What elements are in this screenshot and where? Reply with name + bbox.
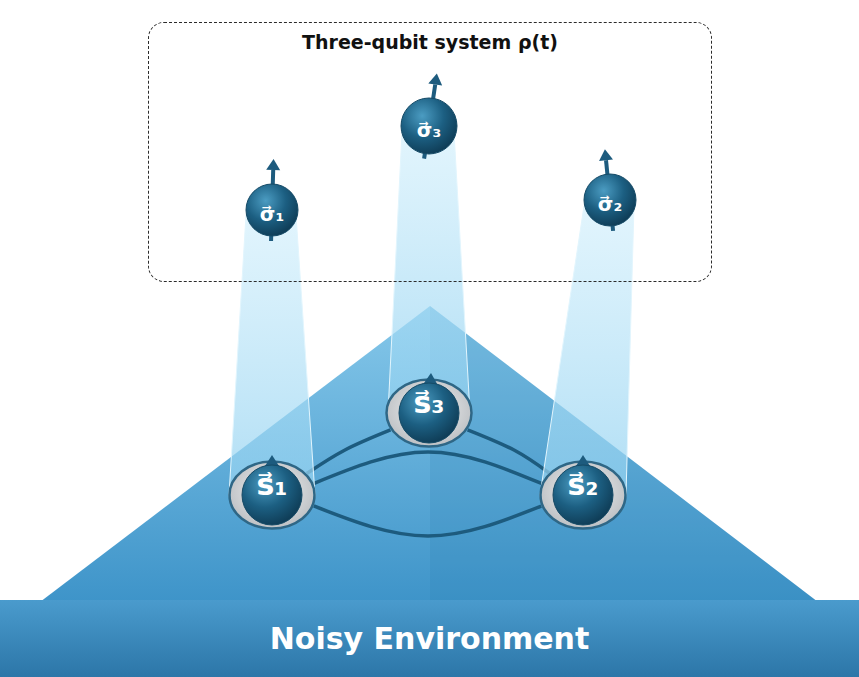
qubit-ball (584, 174, 636, 226)
spin-arrowhead (599, 149, 613, 161)
spin-arrowhead (576, 455, 590, 466)
system-title: Three-qubit system ρ(t) (302, 23, 558, 54)
bath-spin-site: s⃗₃ (385, 378, 473, 448)
bath-spin (553, 465, 613, 525)
system-box: Three-qubit system ρ(t) σ⃗₁ σ⃗₃ σ⃗₂ (148, 22, 712, 282)
bath-spin-site: s⃗₁ (228, 460, 316, 530)
qubit-ball (246, 184, 298, 236)
bath-disk (541, 462, 626, 529)
spin-arrowhead (428, 74, 442, 86)
spin-label: s⃗₁ (257, 467, 288, 523)
coupling-line (468, 430, 549, 473)
coupling-line (307, 430, 391, 474)
spin-label: σ⃗₃ (417, 111, 441, 142)
environment-platform: Noisy Environment s⃗₁ s⃗₃ s⃗₂ (0, 300, 859, 677)
spin-label: σ⃗₁ (260, 195, 284, 226)
spin-label: s⃗₂ (568, 467, 599, 523)
spin-label: σ⃗₂ (598, 185, 622, 216)
environment-band (0, 600, 859, 677)
coupling-line (314, 452, 542, 484)
qubit-sphere: σ⃗₁ (245, 183, 299, 237)
qubit-sphere: σ⃗₂ (583, 173, 637, 227)
qubit-sphere: σ⃗₃ (400, 97, 458, 155)
bath-spin-site: s⃗₂ (539, 460, 627, 530)
bath-disk (230, 462, 315, 529)
qubit-ball (401, 98, 457, 154)
bath-spin (242, 465, 302, 525)
coupling-line (314, 506, 541, 536)
bath-spin (399, 383, 459, 443)
environment-label: Noisy Environment (270, 621, 590, 677)
spin-label: s⃗₃ (414, 385, 445, 441)
spin-arrowhead (265, 455, 279, 466)
bath-disk (387, 380, 472, 447)
spin-arrowhead (266, 159, 280, 170)
